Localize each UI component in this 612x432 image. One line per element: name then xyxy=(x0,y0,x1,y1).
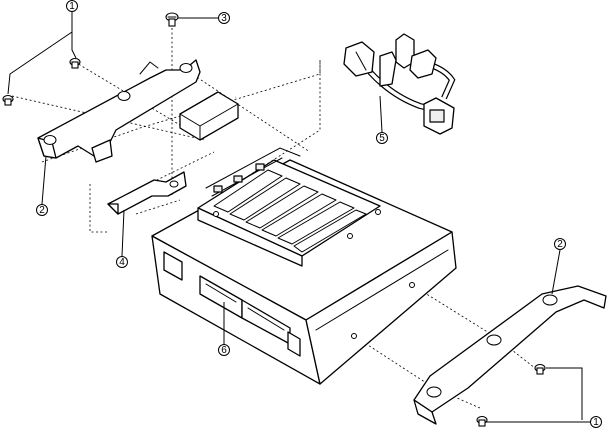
callout-2-right-label: 2 xyxy=(557,239,563,250)
callout-6-label: 6 xyxy=(221,345,227,356)
harness-plug-icon xyxy=(179,91,239,141)
bolts-top xyxy=(2,12,179,106)
callout-2-left-label: 2 xyxy=(39,205,45,216)
control-unit xyxy=(151,147,457,385)
callout-4: 4 xyxy=(116,256,128,268)
callout-5-label: 5 xyxy=(379,133,385,144)
bracket-right xyxy=(413,285,607,425)
bolt-1b-icon xyxy=(2,94,14,106)
callout-1-top-label: 1 xyxy=(69,1,75,12)
callout-1-bottom-label: 1 xyxy=(593,417,599,428)
bolts-bottom xyxy=(476,363,546,427)
callout-1-bottom: 1 xyxy=(590,416,602,428)
callout-3: 3 xyxy=(218,12,230,24)
callout-2-right: 2 xyxy=(554,238,566,250)
callout-2-left: 2 xyxy=(36,204,48,216)
bolt-1a-icon xyxy=(69,57,81,69)
callout-1-top: 1 xyxy=(66,0,78,12)
small-bracket xyxy=(107,171,187,215)
callout-5: 5 xyxy=(376,132,388,144)
screw-3-icon xyxy=(165,12,179,27)
callout-3-label: 3 xyxy=(221,13,227,24)
callout-6: 6 xyxy=(218,344,230,356)
bracket-left xyxy=(37,59,201,163)
callout-4-label: 4 xyxy=(119,257,125,268)
bolt-1d-icon xyxy=(476,415,488,427)
leader-lines xyxy=(7,11,583,423)
wiring-harness xyxy=(179,33,456,141)
bolt-1c-icon xyxy=(534,363,546,375)
